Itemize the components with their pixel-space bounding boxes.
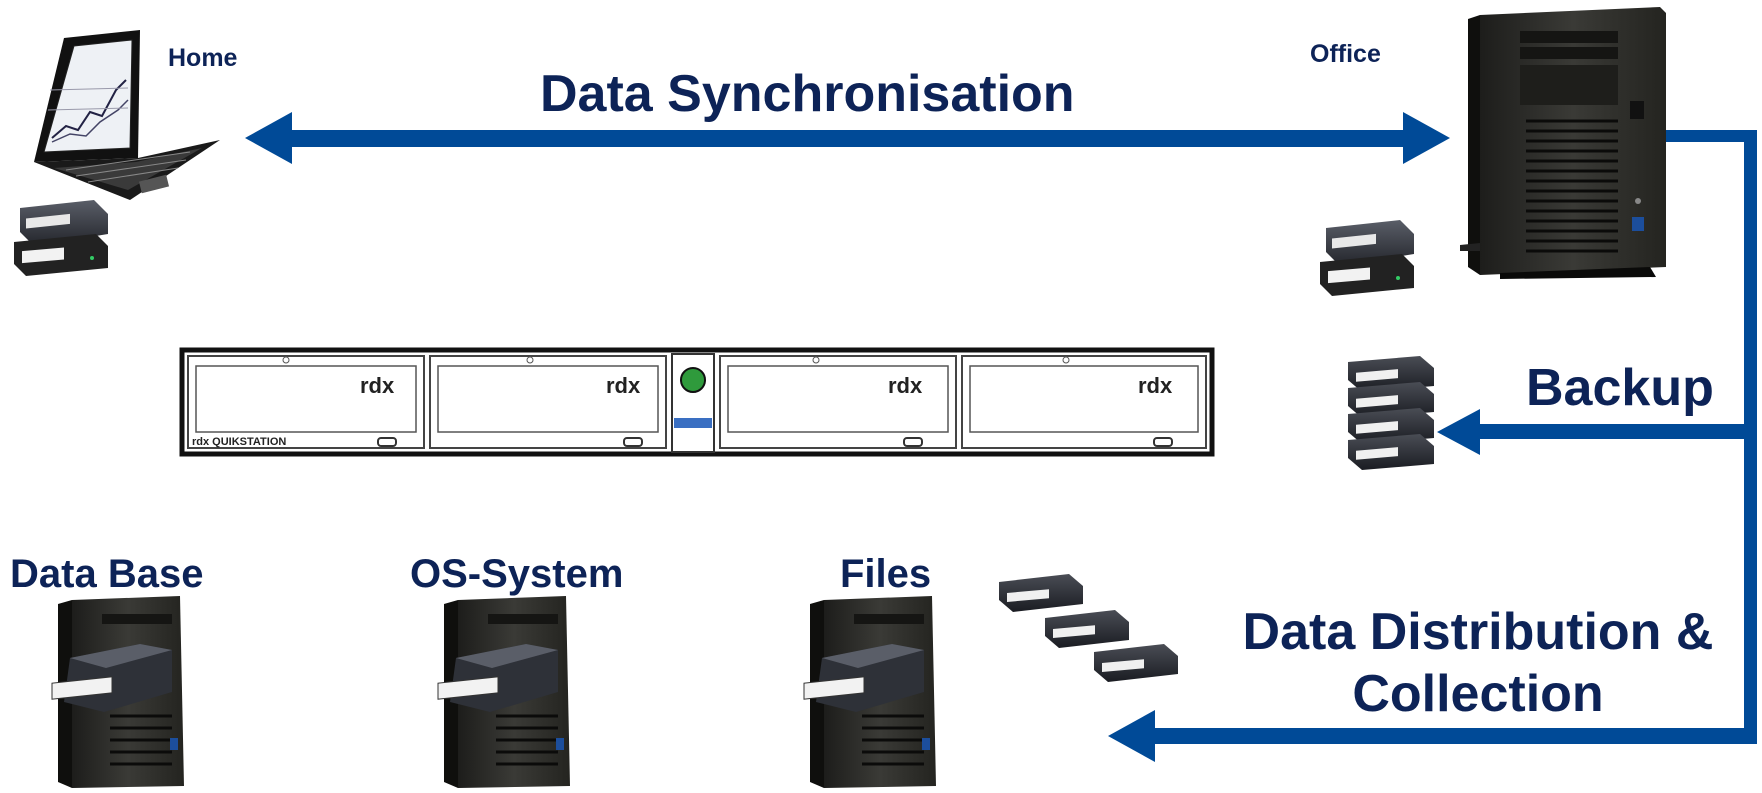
backup-arrow: [1437, 130, 1757, 742]
files-label: Files: [840, 552, 932, 596]
quikstation-slot-brand: rdx: [606, 373, 641, 398]
rdx-cartridge-icon: [1045, 610, 1129, 648]
quikstation-slot: [961, 355, 1207, 449]
tower-server-icon: [1460, 7, 1666, 279]
quikstation-slot-brand: rdx: [1138, 373, 1173, 398]
power-led-icon: [680, 367, 706, 393]
quikstation-slot-brand: rdx: [888, 373, 923, 398]
data-base-label: Data Base: [10, 552, 204, 596]
tower-server-icon: [437, 596, 570, 788]
distribution-label-line2: Collection: [1352, 665, 1604, 723]
home-label: Home: [168, 44, 238, 72]
rdx-drive-icon: [803, 644, 924, 712]
sync-arrow: [245, 112, 1450, 164]
quikstation-icon: rdx rdx rdx rdx rdx QUIKSTATION: [179, 347, 1215, 457]
quikstation-slot: [719, 355, 957, 449]
data-sync-label: Data Synchronisation: [540, 65, 1075, 123]
tower-server-icon: [51, 596, 184, 788]
office-label: Office: [1310, 40, 1381, 68]
rdx-cartridge-icon: [1094, 644, 1178, 682]
rdx-cartridge-icon: [999, 574, 1083, 612]
os-system-label: OS-System: [410, 552, 624, 596]
tower-server-icon: [803, 596, 936, 788]
backup-label: Backup: [1526, 359, 1714, 417]
quikstation-slot: [429, 355, 667, 449]
quikstation-slot: [187, 355, 425, 449]
distribution-arrow: [1108, 710, 1757, 762]
rdx-drive-icon: [437, 644, 558, 712]
quikstation-slot-brand: rdx: [360, 373, 395, 398]
quikstation-brand: rdx QUIKSTATION: [192, 436, 286, 448]
rdx-cartridge-icon: [1348, 356, 1434, 470]
laptop-icon: [34, 30, 220, 200]
distribution-label-line1: Data Distribution &: [1242, 603, 1714, 661]
rdx-drive-icon: [1320, 220, 1414, 296]
rdx-drive-icon: [14, 200, 108, 276]
rdx-drive-icon: [51, 644, 172, 712]
